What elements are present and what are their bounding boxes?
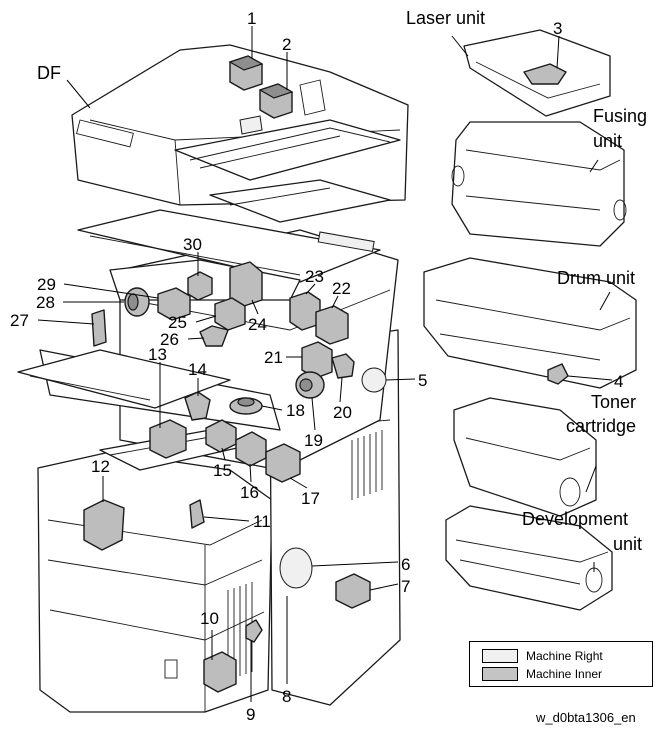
development-unit-drawing [445,505,613,611]
callout-11: 11 [253,512,271,531]
part-6 [279,547,313,589]
label-drum-unit: Drum unit [557,268,635,288]
part-7 [335,573,371,609]
part-5 [361,367,387,393]
callout-19: 19 [304,431,323,450]
part-21 [301,341,333,379]
legend-item-machine-right: Machine Right [482,648,603,664]
fusing-unit-drawing [451,121,627,247]
part-16 [235,431,267,467]
callout-17: 17 [301,489,320,508]
callout-1: 1 [247,9,256,28]
label-development-line1: Development [522,509,628,529]
callout-14: 14 [188,360,207,379]
drum-unit-drawing [423,257,637,389]
callout-16: 16 [240,483,259,502]
label-toner-line1: Toner [591,392,636,412]
callout-12: 12 [91,457,110,476]
part-29 [157,287,191,321]
callout-22: 22 [332,279,351,298]
part-1 [228,55,264,91]
part-22 [315,305,349,345]
toner-cartridge-drawing [453,397,597,517]
part-11 [189,499,205,529]
part-26 [199,325,229,347]
callout-5: 5 [418,371,427,390]
callout-28: 28 [36,293,55,312]
callout-6: 6 [401,555,410,574]
part-17 [265,443,301,483]
part-14 [184,391,211,421]
callout-10: 10 [200,609,219,628]
callout-25: 25 [168,313,187,332]
highlighted-parts [83,55,387,693]
part-10 [203,651,237,693]
unit-labels: DF Laser unit Fusing unit Drum unit Tone… [37,8,647,554]
legend-label-machine-right: Machine Right [526,649,603,663]
callout-20: 20 [333,403,352,422]
label-fusing-line2: unit [593,131,622,151]
document-feeder [71,44,409,223]
legend-swatch-machine-right [482,649,518,663]
callout-8: 8 [282,687,291,706]
part-13 [149,419,187,459]
callout-21: 21 [264,348,283,367]
legend-swatch-machine-inner [482,667,518,681]
callout-15: 15 [213,461,232,480]
part-19 [295,371,325,399]
callout-23: 23 [305,267,324,286]
callout-9: 9 [246,705,255,724]
part-25 [214,297,246,331]
label-df: DF [37,63,61,83]
legend-label-machine-inner: Machine Inner [526,667,603,681]
laser-unit-drawing [463,29,611,117]
part-20 [331,353,355,379]
part-28 [124,287,150,317]
label-development-line2: unit [613,534,642,554]
figure-id: w_d0bta1306_en [536,710,636,725]
part-27 [91,309,107,347]
label-toner-line2: cartridge [566,416,636,436]
callout-7: 7 [401,577,410,596]
legend: Machine Right Machine Inner [469,641,653,687]
callout-4: 4 [614,372,623,391]
callout-30: 30 [183,235,202,254]
label-fusing-line1: Fusing [593,106,647,126]
callout-3: 3 [553,19,562,38]
part-9 [245,619,263,643]
legend-item-machine-inner: Machine Inner [482,666,602,682]
callout-13: 13 [148,345,167,364]
part-18 [229,397,263,415]
callout-18: 18 [286,401,305,420]
callout-24: 24 [248,315,267,334]
callout-2: 2 [282,35,291,54]
callout-27: 27 [10,311,29,330]
callout-26: 26 [160,330,179,349]
label-laser-unit: Laser unit [406,8,485,28]
callout-29: 29 [37,275,56,294]
leader-lines [37,26,613,702]
part-30 [187,271,213,301]
part-2 [258,83,294,119]
callout-numbers: 1 2 3 4 5 6 7 8 9 10 11 12 13 14 15 16 1… [10,9,623,724]
part-12 [83,499,125,551]
